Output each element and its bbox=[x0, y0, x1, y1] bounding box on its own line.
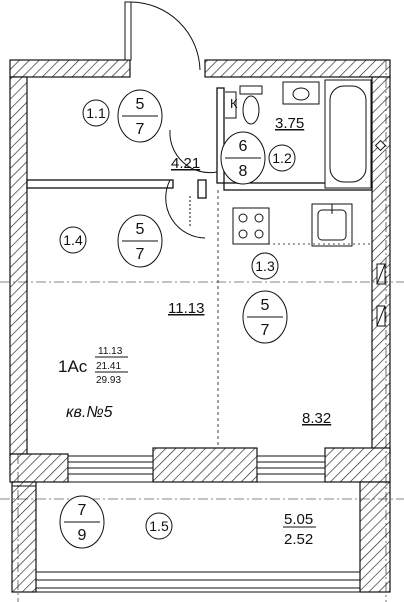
k-bracket bbox=[225, 91, 237, 119]
room-1-1-den: 7 bbox=[136, 121, 145, 138]
entry-door-swing bbox=[130, 1, 201, 71]
wall-top-left bbox=[9, 59, 131, 78]
room-1-2-num: 6 bbox=[239, 138, 248, 155]
room-1-4-label: 1.4 5 7 bbox=[59, 214, 163, 268]
wall-bottom-mid bbox=[152, 447, 258, 483]
wall-top-right bbox=[204, 59, 391, 78]
room-1-4-den: 7 bbox=[136, 246, 145, 263]
room-1-5-code: 1.5 bbox=[149, 518, 169, 534]
room-1-1-num: 5 bbox=[136, 96, 145, 113]
washbasin-bowl bbox=[292, 87, 310, 101]
kitchen-area: 8.32 bbox=[302, 410, 331, 427]
wall-left bbox=[9, 76, 28, 455]
toilet-tank bbox=[239, 85, 263, 95]
kitchen-fixtures bbox=[232, 203, 372, 247]
room-1-2-code: 1.2 bbox=[272, 150, 292, 166]
bath-fixtures bbox=[225, 79, 372, 189]
bath-code: К bbox=[230, 96, 238, 111]
room-1-3-num: 5 bbox=[261, 297, 270, 314]
room-1-2-label: 6 8 1.2 bbox=[220, 131, 296, 185]
balcony-wall-right bbox=[359, 481, 391, 593]
partition-short bbox=[197, 179, 207, 199]
room-1-3-label: 1.3 5 7 bbox=[242, 252, 288, 344]
walls bbox=[9, 59, 391, 593]
room-1-2-area: 4.21 bbox=[171, 155, 200, 172]
room-1-1-code: 1.1 bbox=[86, 105, 106, 121]
room-1-4-code: 1.4 bbox=[63, 232, 83, 248]
wall-bottom-right bbox=[324, 447, 391, 483]
stove bbox=[232, 207, 270, 245]
partitions bbox=[26, 87, 373, 448]
room-1-1-label: 1.1 5 7 bbox=[82, 89, 163, 143]
apartment-area-3: 29.93 bbox=[96, 375, 121, 386]
bathtub-inner bbox=[329, 85, 367, 183]
windows bbox=[67, 455, 326, 475]
inner-door-swing-2 bbox=[169, 129, 218, 174]
room-1-5-den: 9 bbox=[78, 527, 87, 544]
room-1-3-code: 1.3 bbox=[255, 258, 275, 274]
room-1-5-num: 7 bbox=[78, 502, 87, 519]
apartment-label: кв.№5 bbox=[66, 404, 113, 421]
room-1-5-area2: 2.52 bbox=[284, 531, 313, 548]
inner-door-swing-1 bbox=[165, 179, 206, 239]
room-1-3-area: 11.13 bbox=[168, 300, 204, 317]
window-bottom-right bbox=[256, 455, 326, 475]
apartment-area-1: 11.13 bbox=[98, 346, 123, 357]
entry-door-leaf bbox=[124, 1, 132, 61]
entry-door bbox=[124, 1, 218, 239]
room-1-2-den: 8 bbox=[239, 163, 248, 180]
room-1-4-num: 5 bbox=[136, 221, 145, 238]
wall-markers bbox=[374, 139, 387, 327]
room-1-3-den: 7 bbox=[261, 322, 270, 339]
balcony-floor bbox=[35, 481, 361, 593]
balcony-wall-left bbox=[11, 481, 37, 593]
bath-area: 3.75 bbox=[275, 115, 304, 132]
room-1-5-area: 5.05 bbox=[284, 511, 313, 528]
room-1-5-label: 7 9 1.5 bbox=[59, 495, 173, 549]
apartment-info: 1Ас 11.13 21.41 29.93 кв.№5 bbox=[58, 346, 128, 421]
window-bottom-left bbox=[67, 455, 154, 475]
partition-bath-side bbox=[216, 87, 225, 184]
axis-lines bbox=[0, 60, 404, 602]
toilet-bowl bbox=[242, 95, 260, 125]
partition-hall-top bbox=[26, 179, 174, 189]
wall-bottom-left bbox=[9, 453, 69, 483]
apartment-area-2: 21.41 bbox=[96, 361, 121, 372]
partition-bath-bottom bbox=[223, 182, 373, 191]
balcony bbox=[12, 481, 361, 593]
apartment-type: 1Ас bbox=[58, 357, 88, 376]
marker-square bbox=[374, 139, 387, 152]
